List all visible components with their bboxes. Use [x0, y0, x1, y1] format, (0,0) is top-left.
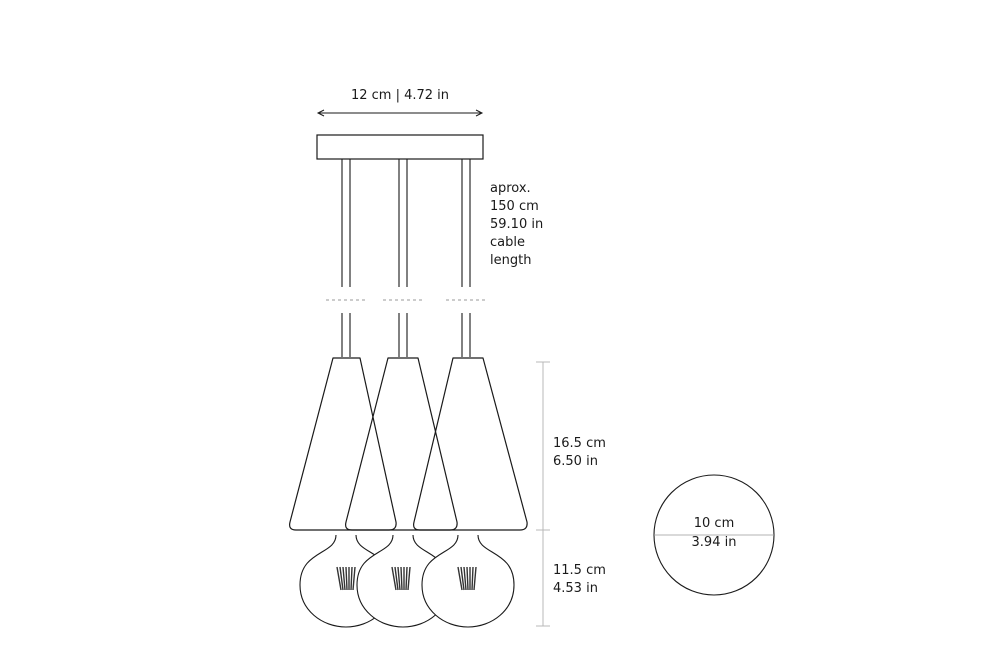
- bulb-height-label: 11.5 cm 4.53 in: [553, 562, 606, 598]
- shade-left: [289, 357, 397, 531]
- shade-height-in: 6.50 in: [553, 454, 598, 469]
- canopy-width-dimension: [316, 109, 484, 117]
- cable-length-label: aprox. 150 cm 59.10 in cable length: [490, 180, 543, 270]
- canopy-width-label: 12 cm | 4.72 in: [350, 88, 450, 103]
- filament-left: [336, 566, 356, 591]
- cable-label-line-2: 150 cm: [490, 199, 539, 214]
- shade-height-cm: 16.5 cm: [553, 436, 606, 451]
- bulb-diameter-in: 3.94 in: [691, 535, 737, 550]
- shade-height-label: 16.5 cm 6.50 in: [553, 435, 606, 471]
- cable-label-line-1: aprox.: [490, 181, 531, 196]
- bulb-height-in: 4.53 in: [553, 581, 598, 596]
- shade-middle: [345, 357, 458, 531]
- vertical-dimension: [536, 361, 550, 627]
- cable-label-line-5: length: [490, 253, 532, 268]
- bulb-height-cm: 11.5 cm: [553, 563, 606, 578]
- shades: [289, 357, 528, 531]
- cables: [341, 159, 471, 357]
- bulb-diameter-diagram: [653, 474, 775, 596]
- bulb-diameter-cm: 10 cm: [693, 516, 735, 531]
- ceiling-canopy: [316, 134, 484, 160]
- cable-label-line-4: cable: [490, 235, 525, 250]
- filaments: [336, 566, 477, 591]
- cable-label-line-3: 59.10 in: [490, 217, 544, 232]
- shade-right: [413, 357, 528, 531]
- filament-right: [457, 566, 477, 591]
- filament-middle: [391, 566, 411, 591]
